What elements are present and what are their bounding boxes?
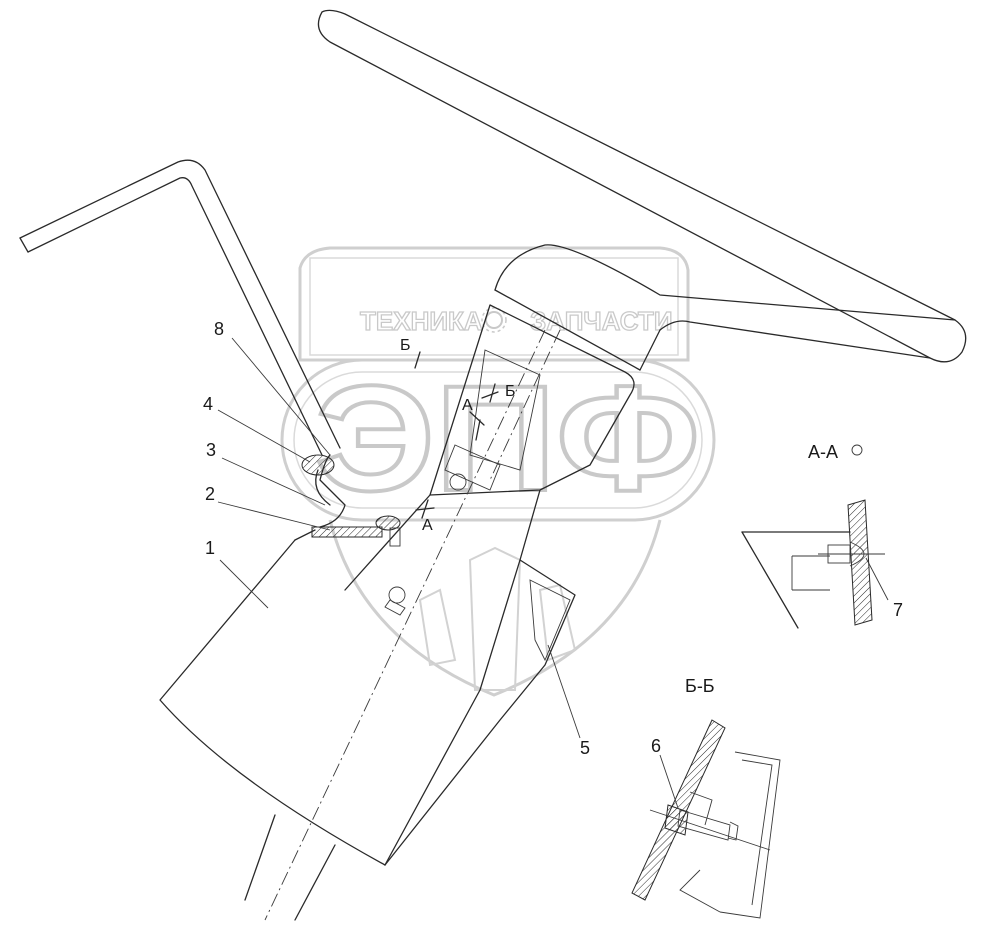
callout-1: 1	[205, 538, 215, 558]
watermark-right-word: ЗАПЧАСТИ	[530, 306, 673, 336]
callout-6: 6	[651, 736, 661, 756]
callouts: 8 4 3 2 1 5	[203, 319, 590, 758]
section-mark-a-lower: А	[422, 517, 433, 534]
watermark-big-text: ЭПФ	[315, 354, 700, 522]
section-mark-a-upper: А	[462, 397, 473, 414]
section-bb-title: Б-Б	[685, 676, 715, 696]
watermark-left-word: ТЕХНИКА	[360, 306, 483, 336]
view-circle-icon	[851, 444, 863, 456]
watermark-shield: ТЕХНИКА ЗАПЧАСТИ ЭПФ	[280, 246, 716, 697]
section-aa-title: А-А	[808, 442, 838, 462]
callout-7: 7	[893, 600, 903, 620]
callout-3: 3	[206, 440, 216, 460]
section-mark-b-left: Б	[400, 337, 411, 354]
bracket-assembly	[301, 454, 467, 616]
steering-wheel-rim	[317, 9, 967, 363]
section-aa-view: А-А 7	[741, 442, 903, 629]
section-bb-view: Б-Б 6	[631, 676, 781, 919]
section-mark-b-right: Б	[505, 383, 516, 400]
callout-2: 2	[205, 484, 215, 504]
callout-5: 5	[580, 738, 590, 758]
callout-8: 8	[214, 319, 224, 339]
section-marks: Б Б А А	[400, 337, 516, 534]
lever-tube	[19, 159, 341, 456]
column-upper-housing	[429, 244, 956, 496]
column-body	[159, 329, 576, 921]
callout-4: 4	[203, 394, 213, 414]
